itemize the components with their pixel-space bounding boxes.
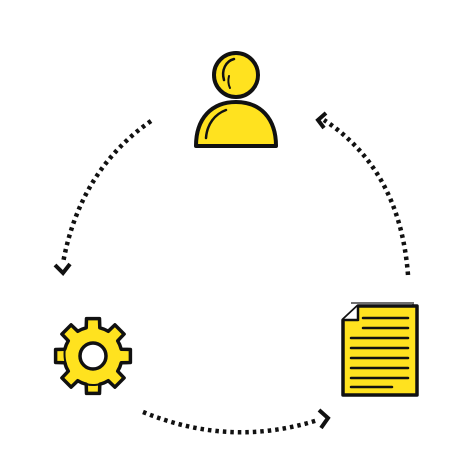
- arrow-document-to-user: [315, 111, 411, 276]
- document-icon: [341, 302, 419, 397]
- arrow-user-to-gear: [53, 119, 153, 277]
- arrow-gear-to-document: [142, 408, 331, 435]
- gear-icon: [53, 316, 133, 396]
- user-icon: [194, 51, 278, 148]
